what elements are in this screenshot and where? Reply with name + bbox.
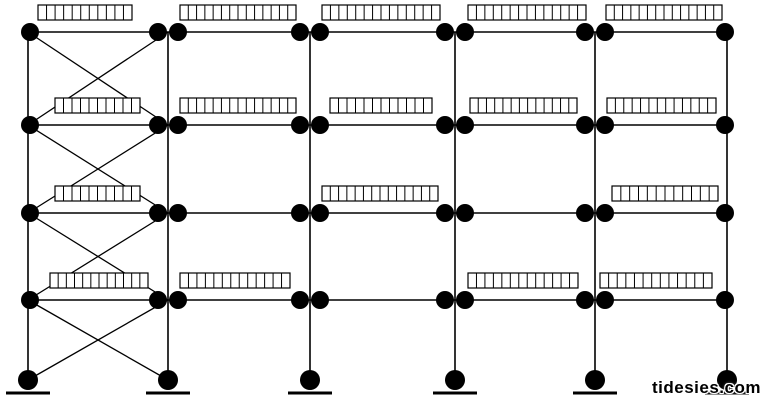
joint-node: [716, 23, 734, 41]
x-brace-line: [27, 299, 169, 381]
x-brace-line: [27, 31, 169, 126]
distributed-load: [179, 272, 291, 289]
joint-node: [576, 23, 594, 41]
support-node: [717, 370, 737, 390]
joint-node: [149, 116, 167, 134]
joint-node: [311, 291, 329, 309]
joint-node: [456, 204, 474, 222]
joint-node: [149, 291, 167, 309]
joint-node: [169, 204, 187, 222]
joint-node: [169, 23, 187, 41]
distributed-load: [467, 272, 579, 289]
support-node: [300, 370, 320, 390]
support-node: [18, 370, 38, 390]
x-brace-line: [27, 124, 169, 214]
joint-node: [576, 204, 594, 222]
joint-node: [21, 23, 39, 41]
joint-node: [436, 116, 454, 134]
joint-node: [291, 23, 309, 41]
support-node: [585, 370, 605, 390]
joint-node: [456, 291, 474, 309]
joint-node: [291, 291, 309, 309]
joint-node: [596, 204, 614, 222]
distributed-load: [37, 4, 133, 21]
joint-node: [596, 23, 614, 41]
joint-node: [149, 204, 167, 222]
joint-node: [596, 291, 614, 309]
joint-node: [291, 204, 309, 222]
joint-node: [311, 204, 329, 222]
joint-node: [716, 204, 734, 222]
joint-node: [169, 291, 187, 309]
joint-node: [311, 23, 329, 41]
joint-node: [436, 291, 454, 309]
joint-node: [576, 116, 594, 134]
joint-node: [169, 116, 187, 134]
joint-node: [576, 291, 594, 309]
joint-node: [21, 291, 39, 309]
distributed-load: [599, 272, 713, 289]
joint-node: [456, 116, 474, 134]
distributed-load: [469, 97, 578, 114]
watermark-text: tidesies.com: [652, 378, 761, 397]
joint-node: [311, 116, 329, 134]
joint-node: [436, 23, 454, 41]
support-node: [158, 370, 178, 390]
joint-node: [21, 204, 39, 222]
joint-node: [716, 291, 734, 309]
joint-node: [456, 23, 474, 41]
joint-node: [149, 23, 167, 41]
joint-node: [716, 116, 734, 134]
support-node: [445, 370, 465, 390]
joint-node: [291, 116, 309, 134]
joint-node: [21, 116, 39, 134]
distributed-load: [606, 97, 717, 114]
joint-node: [436, 204, 454, 222]
joint-node: [596, 116, 614, 134]
